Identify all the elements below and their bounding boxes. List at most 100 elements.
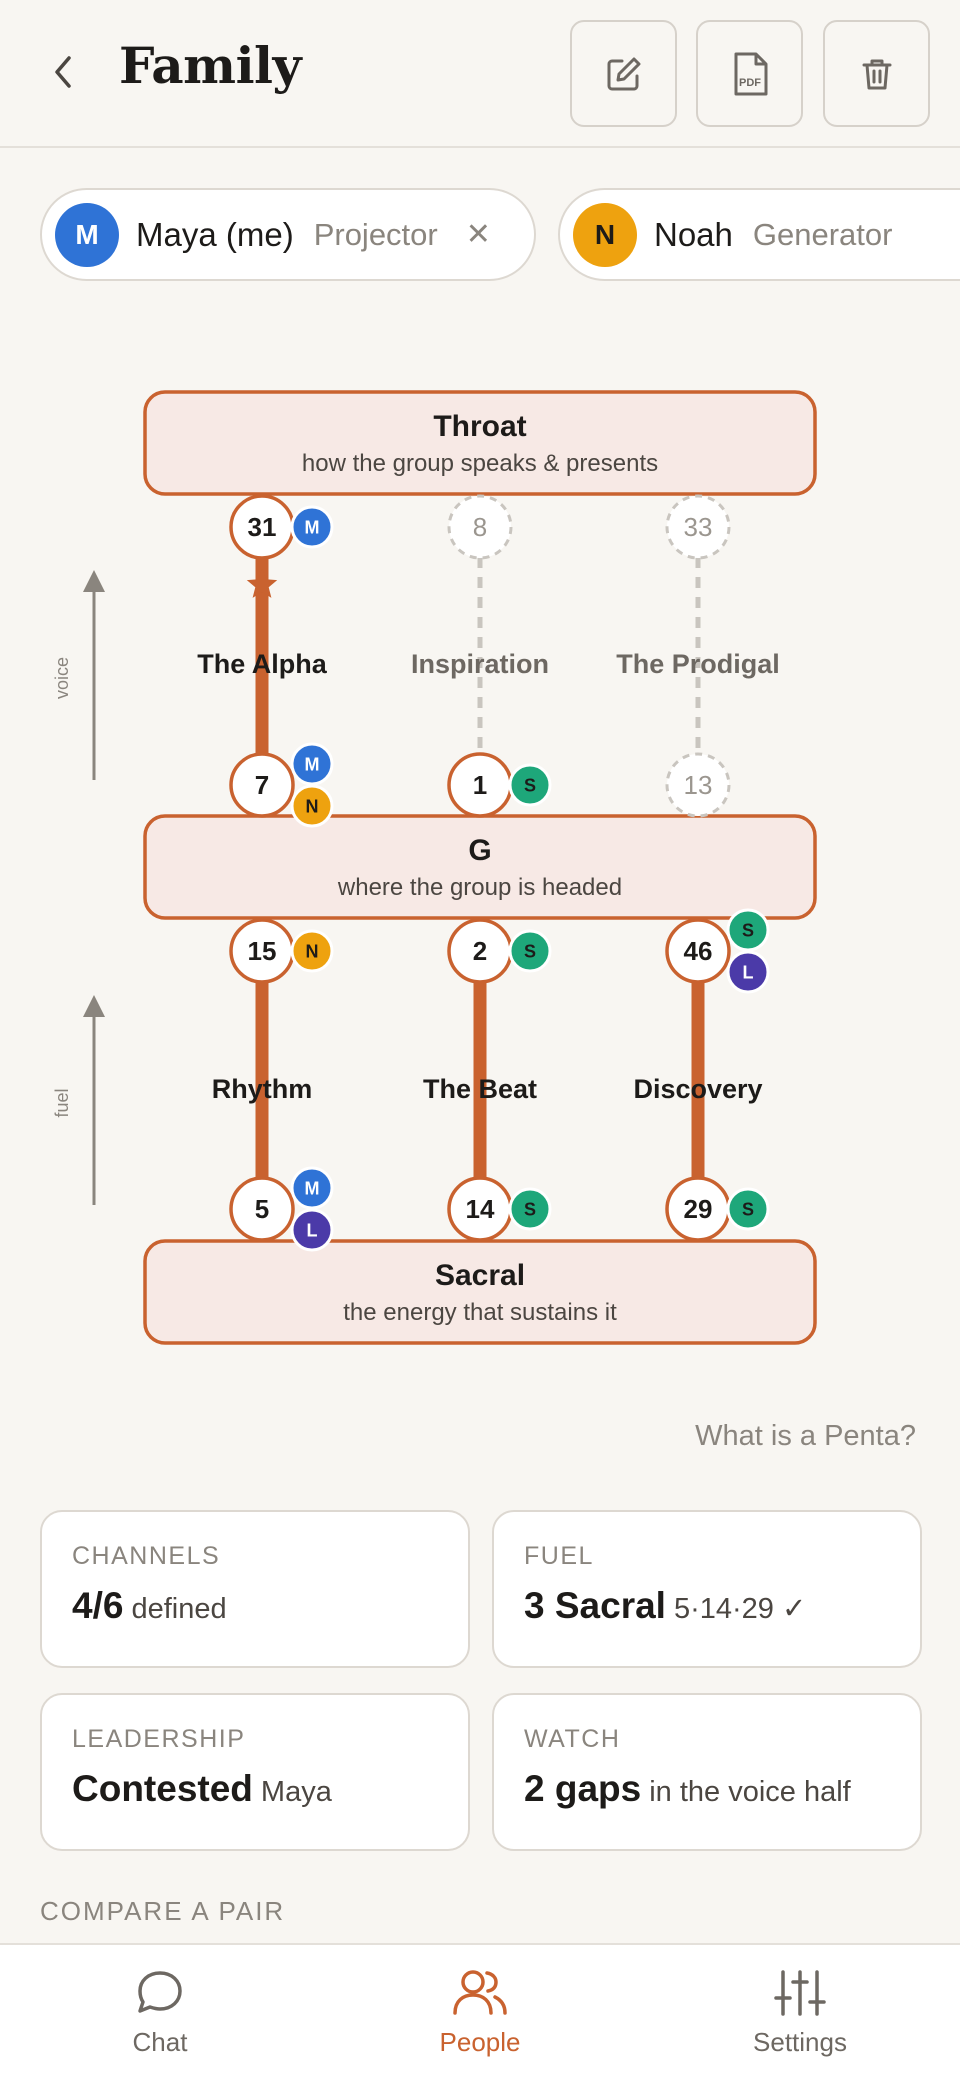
gate-number: 15 (248, 936, 277, 966)
channel-label: Discovery (633, 1074, 762, 1104)
channel-label: Rhythm (212, 1074, 313, 1104)
center-title: Throat (433, 410, 526, 443)
card-detail: in the voice half (649, 1776, 851, 1808)
gate-circle (229, 1176, 295, 1242)
nav-label: People (439, 2027, 521, 2057)
gate-circle-inactive (447, 494, 513, 560)
badge-initial: N (306, 942, 319, 962)
gate-circle-inactive (665, 752, 731, 818)
nav-chat[interactable]: Chat (60, 1945, 260, 2081)
badge-initial: S (524, 1200, 536, 1220)
card-label: FUEL (524, 1542, 594, 1570)
badge-initial: N (306, 797, 319, 817)
center-subtitle: how the group speaks & presents (302, 450, 658, 477)
gate-number: 31 (248, 512, 277, 542)
member-chip[interactable]: M Maya (me) Projector ✕ (40, 188, 536, 281)
page-title: Family (119, 36, 302, 95)
card-detail: defined (131, 1593, 227, 1625)
badge-initial: L (743, 963, 754, 983)
member-badge (290, 784, 334, 828)
gate-circle (229, 752, 295, 818)
avatar: M (55, 202, 119, 267)
gate-number: 29 (684, 1194, 713, 1224)
gate-number: 33 (684, 512, 713, 542)
channel-label: The Prodigal (616, 649, 780, 679)
bottom-nav: Chat People Settings (0, 1943, 960, 2081)
edit-button[interactable] (570, 20, 677, 127)
member-badge (726, 908, 770, 952)
sliders-icon (774, 1970, 826, 2016)
badge-initial: S (524, 942, 536, 962)
member-badge (290, 1166, 334, 1210)
sacral-center (143, 1239, 817, 1345)
badge-initial: S (524, 776, 536, 796)
center-subtitle: where the group is headed (337, 874, 622, 901)
card-value: 4/6 (72, 1585, 124, 1626)
badge-initial: S (742, 1200, 754, 1220)
nav-people[interactable]: People (380, 1945, 580, 2081)
back-button[interactable] (40, 48, 88, 96)
member-badge (726, 950, 770, 994)
badge-initial: M (305, 518, 320, 538)
gate-circle (665, 918, 731, 984)
gate-number: 2 (473, 936, 487, 966)
badge-initial: M (305, 1179, 320, 1199)
top-bar: Family PDF (0, 0, 960, 148)
remove-member-icon[interactable]: ✕ (465, 217, 491, 252)
card-label: LEADERSHIP (72, 1725, 246, 1753)
member-badge (726, 1187, 770, 1231)
pdf-icon: PDF (734, 52, 767, 95)
member-badge (508, 763, 552, 807)
gate-number: 8 (473, 512, 487, 542)
gate-number: 14 (466, 1194, 495, 1224)
member-type: Projector (313, 216, 438, 252)
edit-icon (607, 57, 640, 90)
avatar: N (573, 202, 637, 267)
gate-number: 5 (255, 1194, 269, 1224)
card-value: 2 gaps (524, 1768, 642, 1809)
arrow-up-icon (83, 570, 105, 592)
people-icon (453, 1970, 507, 2015)
card-detail: Maya (260, 1776, 332, 1808)
chevron-left-icon (55, 56, 71, 88)
center-title: G (468, 834, 491, 867)
member-name: Maya (me) (136, 215, 294, 253)
member-chip[interactable]: N Noah Generator (558, 188, 960, 281)
badge-initial: L (307, 1221, 318, 1241)
member-badge (290, 742, 334, 786)
arrow-up-icon (83, 995, 105, 1017)
card-value: Contested (72, 1768, 253, 1809)
card-label: WATCH (524, 1725, 621, 1753)
badge-initial: M (305, 755, 320, 775)
gate-number: 1 (473, 770, 487, 800)
gate-number: 13 (684, 770, 713, 800)
delete-button[interactable] (823, 20, 930, 127)
nav-settings[interactable]: Settings (700, 1945, 900, 2081)
compare-pair-heading: COMPARE A PAIR (40, 1896, 286, 1926)
member-type: Generator (752, 216, 893, 252)
nav-label: Chat (132, 2027, 188, 2057)
member-badge (290, 1208, 334, 1252)
member-badge (290, 929, 334, 973)
card-value: 3 Sacral (524, 1585, 666, 1626)
chat-icon (138, 1971, 182, 2013)
channel-label: The Alpha (197, 649, 327, 679)
throat-center (143, 390, 817, 496)
member-badge (290, 505, 334, 549)
trash-icon (862, 59, 891, 89)
member-badge (508, 929, 552, 973)
center-subtitle: the energy that sustains it (343, 1299, 617, 1326)
gate-number: 46 (684, 936, 713, 966)
what-is-penta-link[interactable]: What is a Penta? (695, 1420, 916, 1452)
voice-label: voice (52, 657, 72, 699)
gate-number: 7 (255, 770, 269, 800)
card-label: CHANNELS (72, 1542, 221, 1570)
center-title: Sacral (435, 1259, 525, 1292)
export-pdf-button[interactable]: PDF (696, 20, 803, 127)
nav-label: Settings (753, 2027, 847, 2057)
